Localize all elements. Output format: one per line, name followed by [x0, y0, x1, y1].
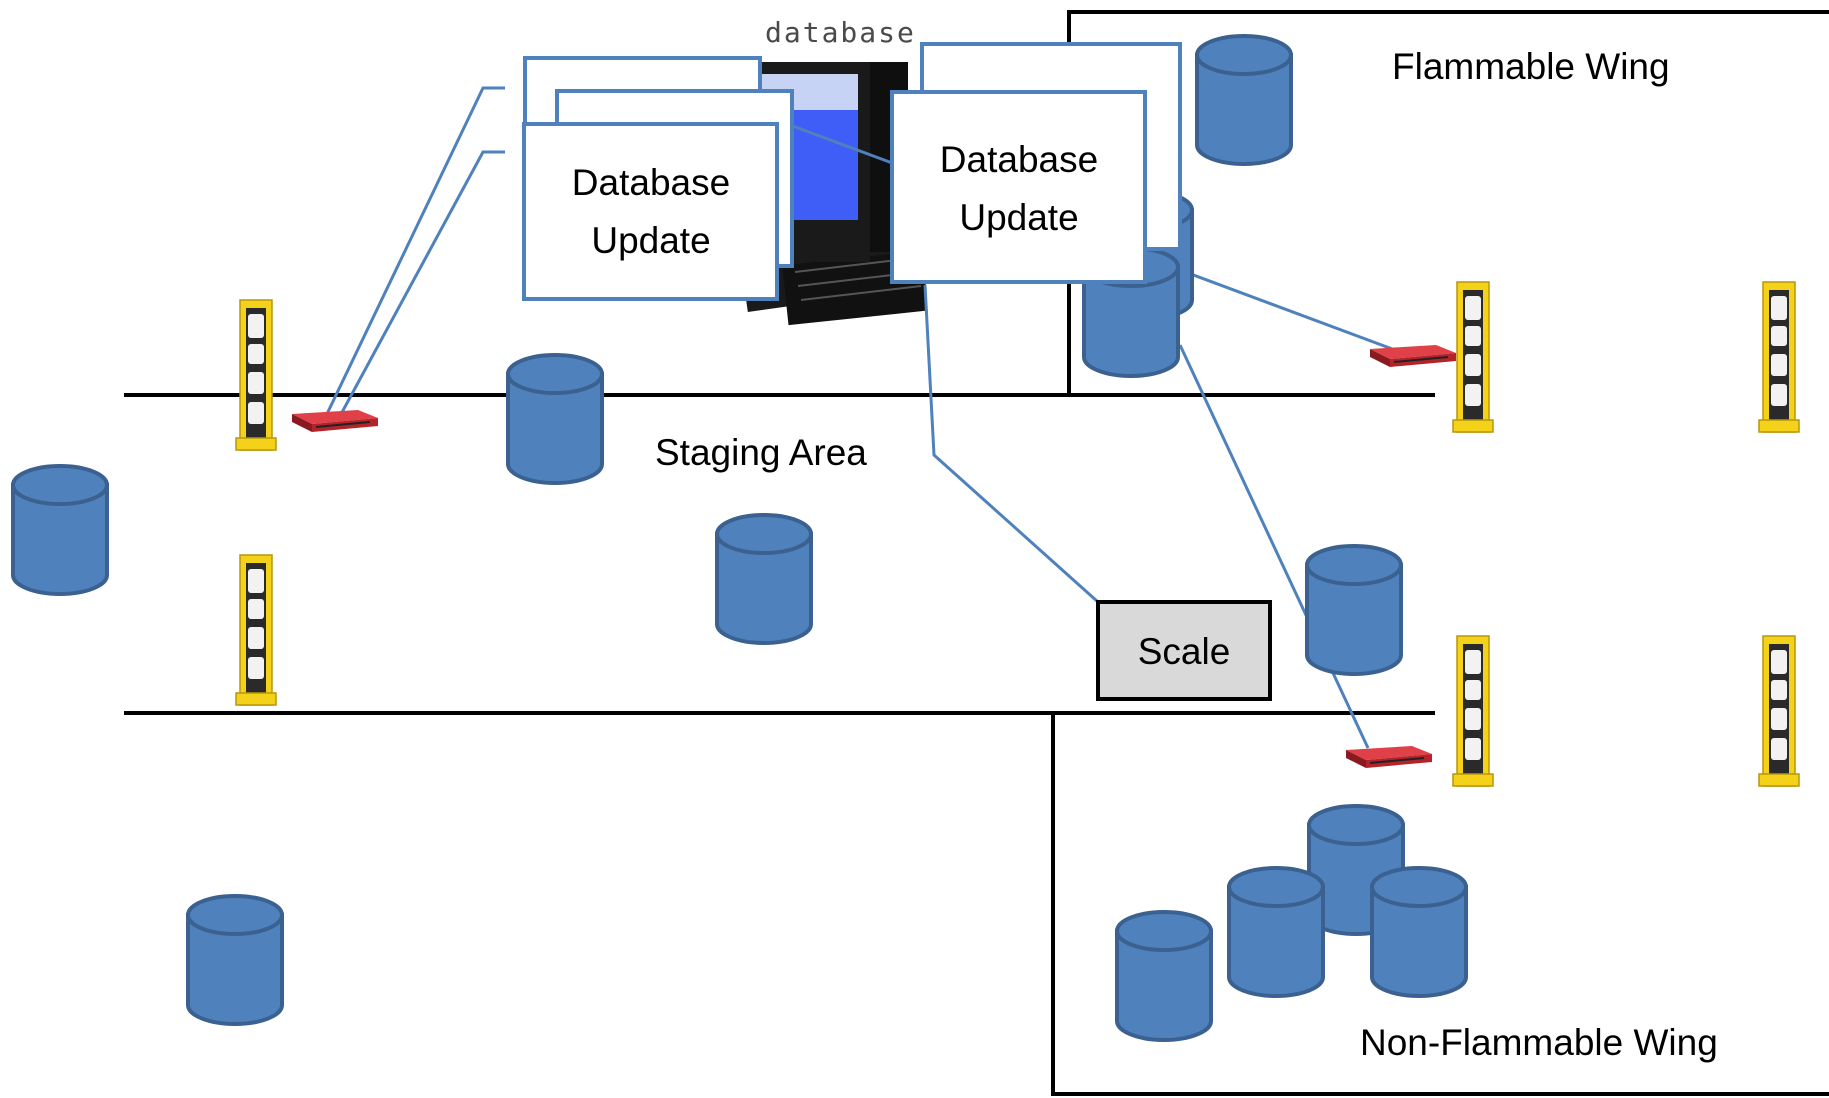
drum-outside: [11, 464, 109, 596]
non-flammable-wing-wall: [1051, 713, 1829, 1096]
update-left-line2: Update: [591, 220, 710, 261]
rfid-portal-icon: [1452, 281, 1494, 433]
drum-lower-left: [186, 894, 284, 1026]
rfid-reader-icon: [291, 409, 379, 433]
drum-staging-3: [1305, 544, 1403, 676]
update-right-line1: Database: [940, 139, 1098, 180]
connector-nonflammable-reader: [1178, 344, 1370, 749]
scale: Scale: [1096, 600, 1272, 701]
update-left-line1: Database: [572, 162, 730, 203]
scale-label: Scale: [1138, 631, 1231, 672]
drum-nonflammable-3: [1370, 866, 1468, 998]
rfid-portal-icon: [235, 299, 277, 451]
drum-staging-2: [715, 513, 813, 645]
rfid-reader-icon: [1345, 745, 1433, 769]
database-update-box-right: [890, 90, 1147, 284]
drum-nonflammable-4: [1115, 910, 1213, 1042]
drum-staging-1: [506, 353, 604, 485]
update-right-line2: Update: [959, 197, 1078, 238]
rfid-reader-icon: [1369, 344, 1457, 368]
drum-nonflammable-2: [1227, 866, 1325, 998]
rfid-portal-icon: [235, 554, 277, 706]
rfid-portal-icon: [1758, 281, 1800, 433]
update-stack-left: Database Update: [522, 56, 794, 301]
flammable-wing-label: Flammable Wing: [1392, 46, 1670, 87]
scale-box: [1096, 600, 1272, 701]
non-flammable-wing-label: Non-Flammable Wing: [1360, 1022, 1718, 1063]
staging-area-label: Staging Area: [655, 432, 867, 473]
rfid-portal-icon: [1452, 635, 1494, 787]
database-caption: database: [765, 16, 916, 49]
rfid-readers: [291, 344, 1457, 769]
drum-flammable-1: [1195, 34, 1293, 166]
connector-left-b: [338, 150, 505, 417]
connector-left-a: [324, 86, 505, 417]
rfid-portals: [235, 281, 1800, 787]
connector-scale: [923, 284, 1100, 604]
rfid-portal-icon: [1758, 635, 1800, 787]
update-stack-right: Database Update: [890, 42, 1182, 284]
database-update-box-left: [522, 122, 779, 301]
